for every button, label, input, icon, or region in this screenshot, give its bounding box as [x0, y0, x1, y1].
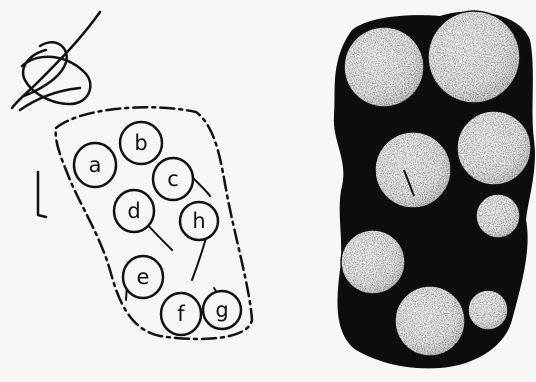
link-h	[192, 238, 206, 280]
left-schematic: a b c d h e f g	[12, 12, 252, 339]
cell-f: f	[161, 293, 201, 335]
cell-b: b	[120, 122, 162, 164]
cell-label-b: b	[134, 131, 147, 155]
cell-label-g: g	[215, 298, 228, 322]
cell-d: d	[114, 190, 154, 232]
right-specimen	[334, 11, 535, 368]
cell-a: a	[74, 143, 116, 187]
cell-c: c	[153, 158, 193, 200]
cell-label-d: d	[127, 199, 140, 223]
cell-e: e	[123, 256, 163, 298]
cell-label-a: a	[89, 153, 102, 177]
cell-g: g	[203, 291, 241, 329]
cell-label-h: h	[192, 209, 205, 233]
cell-label-f: f	[177, 302, 185, 326]
knot-scribble	[12, 12, 100, 110]
cell-label-c: c	[167, 167, 179, 191]
cell-h: h	[180, 202, 218, 240]
cell-label-e: e	[137, 265, 150, 289]
bracket-mark	[38, 172, 46, 217]
